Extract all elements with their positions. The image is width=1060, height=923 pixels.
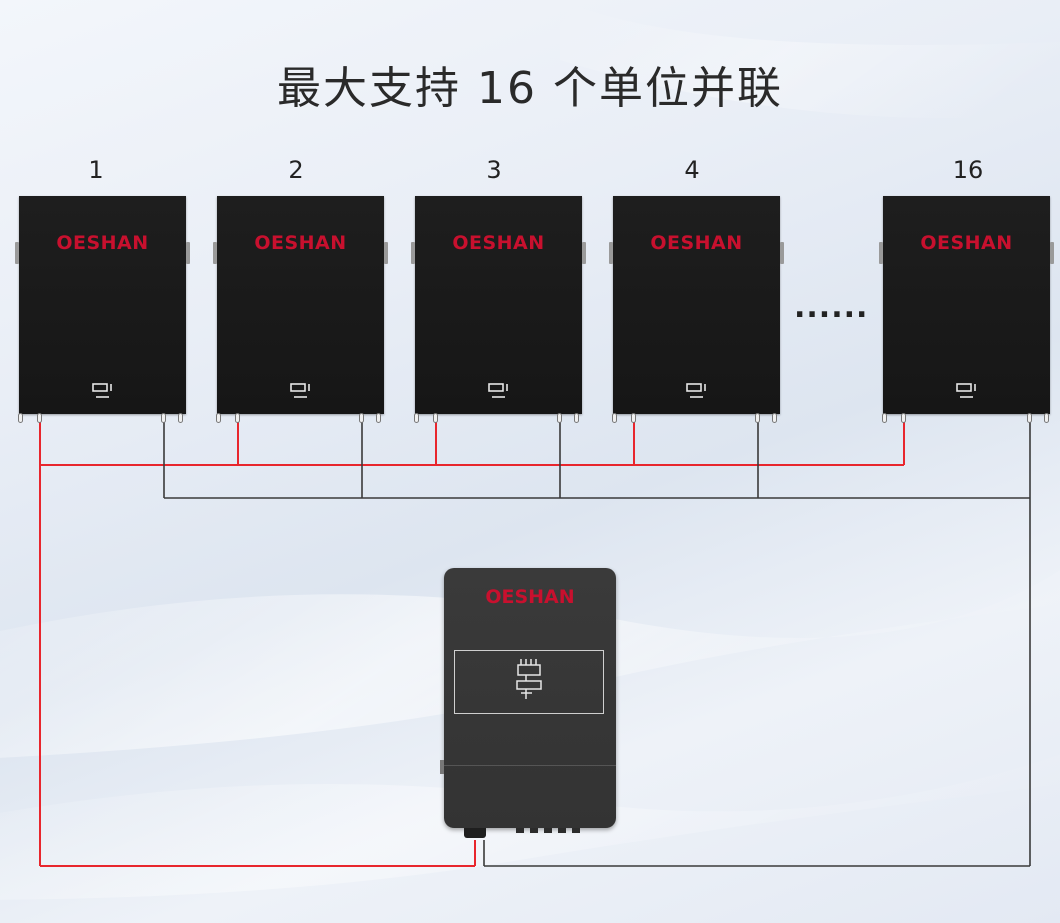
positive-bus [39, 420, 905, 867]
battery-handle [780, 242, 784, 264]
battery-brand-label: OESHAN [452, 232, 545, 254]
unit-number-2: 2 [288, 156, 304, 184]
battery-handle [411, 242, 415, 264]
battery-terminal [359, 413, 364, 423]
inverter-dc-port [464, 828, 486, 838]
inverter-port [516, 828, 524, 833]
battery-handle [213, 242, 217, 264]
inverter-port [572, 828, 580, 833]
unit-number-1: 1 [88, 156, 104, 184]
unit-number-3: 3 [486, 156, 502, 184]
inverter-side-knob [440, 760, 444, 774]
battery-terminal [755, 413, 760, 423]
battery-handle [879, 242, 883, 264]
inverter-port [530, 828, 538, 833]
inverter-port [558, 828, 566, 833]
battery-terminal [178, 413, 183, 423]
battery-terminal [882, 413, 887, 423]
battery-terminal [414, 413, 419, 423]
battery-handle [186, 242, 190, 264]
battery-brand-label: OESHAN [920, 232, 1013, 254]
battery-terminal [433, 413, 438, 423]
battery-bms-icon [92, 383, 112, 398]
battery-terminal [574, 413, 579, 423]
battery-handle [1050, 242, 1054, 264]
battery-terminal [772, 413, 777, 423]
battery-terminal [1027, 413, 1032, 423]
battery-unit-2: OESHAN [213, 196, 388, 414]
battery-handle [384, 242, 388, 264]
negative-bus [163, 420, 1031, 867]
battery-terminal [376, 413, 381, 423]
battery-terminal [235, 413, 240, 423]
battery-unit-3: OESHAN [411, 196, 586, 414]
battery-terminal [1044, 413, 1049, 423]
inverter-seam [444, 765, 616, 766]
battery-terminal [161, 413, 166, 423]
battery-handle [582, 242, 586, 264]
battery-brand-label: OESHAN [650, 232, 743, 254]
battery-terminal [216, 413, 221, 423]
inverter-port [544, 828, 552, 833]
inverter-brand-label: OESHAN [485, 586, 575, 608]
battery-terminal [557, 413, 562, 423]
more-units-ellipsis: ...... [794, 290, 869, 325]
battery-bms-icon [956, 383, 976, 398]
battery-brand-label: OESHAN [56, 232, 149, 254]
battery-brand-label: OESHAN [254, 232, 347, 254]
battery-terminal [612, 413, 617, 423]
battery-unit-16: OESHAN [879, 196, 1054, 414]
battery-bms-icon [686, 383, 706, 398]
battery-terminal [901, 413, 906, 423]
battery-bms-icon [488, 383, 508, 398]
battery-handle [15, 242, 19, 264]
battery-handle [609, 242, 613, 264]
battery-unit-1: OESHAN [15, 196, 190, 414]
inverter-port-row [516, 828, 580, 836]
battery-terminal [631, 413, 636, 423]
battery-terminal [18, 413, 23, 423]
inverter-display-panel [454, 650, 604, 714]
battery-bms-icon [290, 383, 310, 398]
unit-number-16: 16 [952, 156, 984, 184]
battery-terminal [37, 413, 42, 423]
battery-unit-4: OESHAN [609, 196, 784, 414]
inverter-module-icon [516, 659, 542, 699]
diagram-title: 最大支持 16 个单位并联 [277, 63, 783, 114]
unit-number-4: 4 [684, 156, 700, 184]
inverter-unit: OESHAN [440, 568, 616, 838]
